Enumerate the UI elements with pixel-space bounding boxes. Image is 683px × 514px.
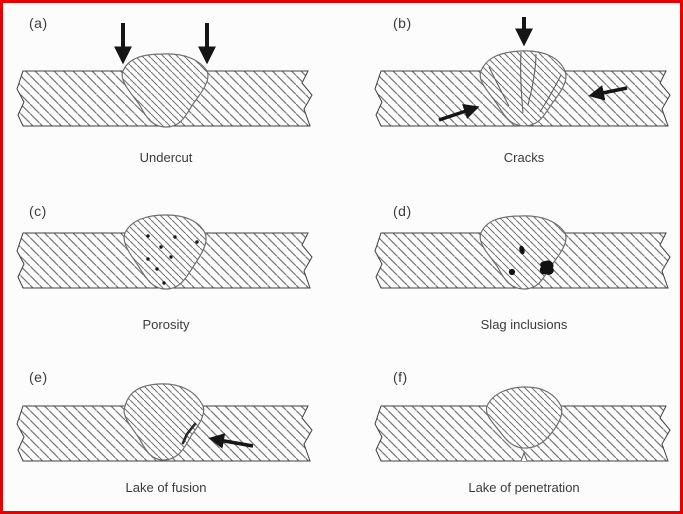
arrow-up-right-icon bbox=[438, 104, 480, 122]
lack-of-fusion-mark bbox=[181, 422, 197, 445]
crack-lines bbox=[488, 51, 562, 114]
porosity-dots bbox=[146, 234, 199, 285]
slag-inclusions-diagram bbox=[374, 215, 671, 290]
panel-caption-porosity: Porosity bbox=[142, 317, 190, 332]
panel-caption-slag-inclusions: Slag inclusions bbox=[480, 317, 568, 332]
weld-bead bbox=[485, 386, 563, 449]
panel-caption-lake-of-penetration: Lake of penetration bbox=[468, 480, 580, 495]
defect-arrows bbox=[438, 17, 628, 122]
weld-bead bbox=[121, 53, 209, 128]
incomplete-penetration-gap bbox=[520, 451, 528, 462]
lake-of-penetration-diagram bbox=[374, 386, 671, 462]
panel-label-a: (a) bbox=[29, 15, 48, 31]
panel-label-e: (e) bbox=[29, 369, 48, 385]
panel-label-d: (d) bbox=[393, 203, 412, 219]
weld-bead bbox=[479, 50, 567, 127]
porosity-diagram bbox=[16, 214, 313, 290]
arrow-left-icon bbox=[588, 85, 628, 101]
panel-caption-cracks: Cracks bbox=[503, 150, 545, 165]
panel-label-c: (c) bbox=[29, 203, 47, 219]
arrow-left-icon bbox=[208, 433, 254, 449]
panel-caption-undercut: Undercut bbox=[139, 150, 193, 165]
panel-caption-lake-of-fusion: Lake of fusion bbox=[125, 480, 207, 495]
defect-arrows bbox=[114, 23, 216, 65]
slag-inclusion-marks bbox=[508, 245, 554, 276]
undercut-diagram bbox=[16, 23, 313, 128]
lake-of-fusion-diagram bbox=[16, 383, 313, 462]
cracks-diagram bbox=[374, 17, 671, 127]
panel-label-b: (b) bbox=[393, 15, 412, 31]
panel-label-f: (f) bbox=[393, 369, 408, 385]
weld-bead bbox=[123, 214, 207, 290]
